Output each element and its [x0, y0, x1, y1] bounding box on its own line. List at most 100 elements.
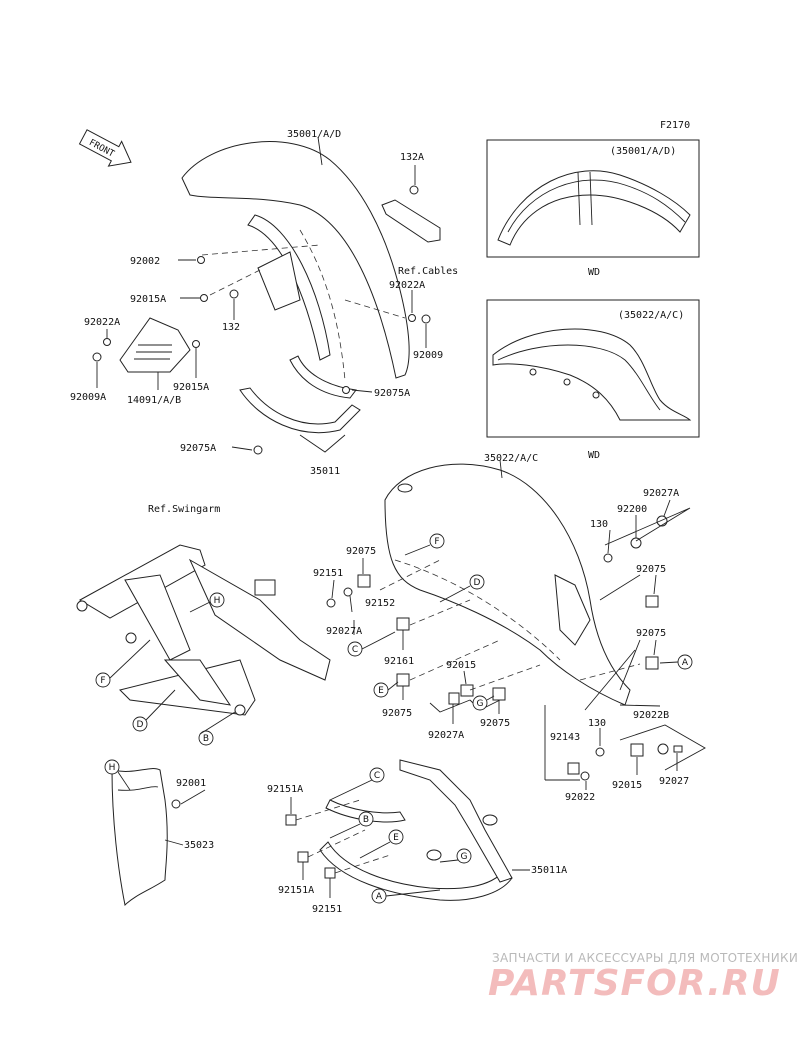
inset-bottom: (35022/A/C) — [486, 299, 700, 438]
part-92075-4: 92075 — [382, 708, 412, 719]
svg-text:H: H — [109, 763, 116, 773]
inset-bottom-label: (35022/A/C) — [618, 310, 684, 321]
part-92143: 92143 — [550, 732, 580, 743]
chain-guard-35023 — [111, 768, 168, 907]
part-92151A-2: 92151A — [278, 885, 314, 896]
part-35023: 35023 — [184, 840, 214, 851]
inset-top: (35001/A/D) — [486, 139, 700, 258]
leaders-bottom — [290, 797, 530, 898]
svg-text:E: E — [378, 686, 384, 696]
part-92015A-1: 92015A — [130, 294, 166, 305]
inset-bottom-variant: WD — [588, 450, 600, 461]
nut-132 — [229, 289, 239, 299]
svg-text:D: D — [137, 720, 144, 730]
figure-code: F2170 — [660, 120, 690, 131]
leaders-rear — [331, 499, 706, 790]
svg-text:B: B — [363, 815, 369, 825]
svg-text:D: D — [474, 578, 481, 588]
part-92161: 92161 — [384, 656, 414, 667]
svg-text:F: F — [100, 676, 105, 686]
part-92075-1: 92075 — [636, 564, 666, 575]
callout-G2: G — [456, 848, 472, 864]
part-92027A-2: 92027A — [326, 626, 362, 637]
callout-F2: F — [95, 672, 111, 688]
svg-text:B: B — [203, 734, 209, 744]
leaders-swingarm — [109, 544, 679, 897]
ref-swingarm: Ref.Swingarm — [148, 504, 220, 515]
callout-H2: H — [104, 759, 120, 775]
callout-A1: A — [677, 654, 693, 670]
cable-guide — [381, 199, 441, 243]
washer-92015A — [200, 294, 208, 302]
callout-A2: A — [371, 888, 387, 904]
rear-hardware — [326, 515, 683, 781]
svg-text:C: C — [374, 771, 380, 781]
part-130-1: 130 — [590, 519, 608, 530]
part-92151-2: 92151 — [312, 904, 342, 915]
callout-B2: B — [358, 811, 374, 827]
bolt-92151A-2 — [297, 851, 309, 863]
washer-92022A-2 — [103, 338, 111, 346]
inset-top-label: (35001/A/D) — [610, 146, 676, 157]
part-92022A-1: 92022A — [389, 280, 425, 291]
part-92009A: 92009A — [70, 392, 106, 403]
callout-C2: C — [369, 767, 385, 783]
part-92075-5: 92075 — [480, 718, 510, 729]
svg-text:G: G — [477, 699, 484, 709]
ref-cables: Ref.Cables — [398, 266, 458, 277]
bolt-92151-2 — [324, 867, 336, 879]
part-35001: 35001/A/D — [287, 129, 341, 140]
leader-35022 — [499, 459, 503, 479]
leader-35001 — [317, 136, 323, 166]
part-92022: 92022 — [565, 792, 595, 803]
callout-B1: B — [198, 730, 214, 746]
part-35022: 35022/A/C — [484, 453, 538, 464]
washer-92015A-2 — [192, 340, 200, 348]
callout-G1: G — [472, 695, 488, 711]
svg-text:F: F — [434, 537, 439, 547]
grommet-92075A-2 — [253, 445, 263, 455]
grommet-92075A — [342, 386, 350, 394]
watermark-tagline: ЗАПЧАСТИ И АКСЕССУАРЫ ДЛЯ МОТОТЕХНИКИ — [492, 951, 798, 965]
bolt-92009A — [92, 352, 102, 362]
part-92022A-2: 92022A — [84, 317, 120, 328]
part-92015-1: 92015 — [446, 660, 476, 671]
part-92022B: 92022B — [633, 710, 669, 721]
part-92152: 92152 — [365, 598, 395, 609]
callout-D2: D — [132, 716, 148, 732]
front-fender-35001 — [181, 141, 410, 381]
svg-text:A: A — [682, 658, 689, 668]
part-92151-1: 92151 — [313, 568, 343, 579]
swingarm — [76, 544, 331, 716]
part-132A: 132A — [400, 152, 424, 163]
fender-brace-35011 — [239, 355, 361, 434]
inset-top-variant: WD — [588, 267, 600, 278]
leaders-top — [96, 165, 427, 453]
bolt-132A — [409, 185, 419, 195]
callout-H1: H — [209, 592, 225, 608]
part-92075A-2: 92075A — [180, 443, 216, 454]
bolt-92001 — [171, 799, 181, 809]
bracket-14091 — [119, 317, 191, 373]
callout-E2: E — [388, 829, 404, 845]
part-92001: 92001 — [176, 778, 206, 789]
svg-text:E: E — [393, 833, 399, 843]
part-35011: 35011 — [310, 466, 340, 477]
svg-text:H: H — [214, 596, 221, 606]
part-92075-3: 92075 — [346, 546, 376, 557]
callout-C1: C — [347, 641, 363, 657]
leader-35023 — [164, 839, 184, 846]
part-92075-2: 92075 — [636, 628, 666, 639]
part-92151A-1: 92151A — [267, 784, 303, 795]
leader-92001 — [180, 789, 206, 805]
part-92027: 92027 — [659, 776, 689, 787]
fender-plate — [257, 251, 301, 311]
front-arrow-icon: FRONT — [78, 129, 132, 167]
part-92075A-1: 92075A — [374, 388, 410, 399]
part-92027A-1: 92027A — [643, 488, 679, 499]
part-35011A: 35011A — [531, 865, 567, 876]
part-132: 132 — [222, 322, 240, 333]
part-92027A-3: 92027A — [428, 730, 464, 741]
part-92015A-2: 92015A — [173, 382, 209, 393]
callout-D1: D — [469, 574, 485, 590]
